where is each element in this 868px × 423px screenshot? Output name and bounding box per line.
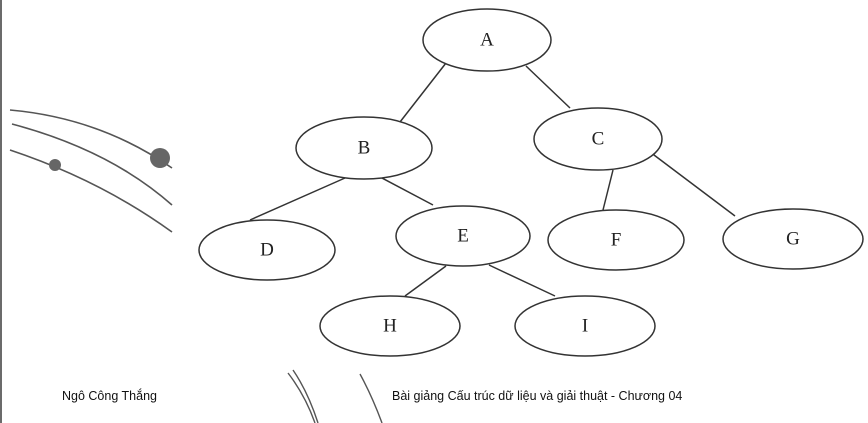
node-label-i: I — [582, 316, 588, 337]
node-ellipse-i — [514, 295, 656, 357]
tree-node-f: F — [547, 209, 685, 271]
edge-b-d — [249, 177, 346, 221]
tree-node-d: D — [198, 219, 336, 281]
node-ellipse-c — [533, 107, 663, 171]
node-ellipse-e — [395, 205, 531, 267]
decorative-dot-large — [150, 148, 170, 168]
node-ellipse-b — [295, 116, 433, 180]
node-ellipse-h — [319, 295, 461, 357]
edge-a-c — [525, 65, 571, 109]
node-label-d: D — [260, 240, 274, 261]
footer-stroke-2 — [292, 369, 319, 423]
tree-edges — [249, 62, 736, 297]
decorative-swoosh — [9, 109, 173, 233]
edge-c-g — [649, 151, 736, 217]
tree-node-a: A — [422, 8, 552, 72]
node-label-a: A — [480, 30, 494, 51]
decorative-footer-strokes — [287, 369, 383, 423]
edge-e-h — [404, 265, 447, 297]
node-label-e: E — [457, 226, 469, 247]
node-ellipse-d — [198, 219, 336, 281]
edge-c-f — [602, 169, 614, 211]
decorative-dot-small — [49, 159, 61, 171]
swoosh-line-3 — [9, 149, 173, 233]
node-label-h: H — [383, 316, 397, 337]
node-label-b: B — [358, 138, 371, 159]
node-ellipse-f — [547, 209, 685, 271]
node-label-c: C — [592, 129, 605, 150]
tree-nodes: A B C D E F G H I — [198, 8, 864, 357]
footer-stroke-3 — [359, 373, 383, 423]
node-label-g: G — [786, 229, 800, 250]
footer-course-title: Bài giảng Cấu trúc dữ liệu và giải thuật… — [392, 389, 683, 403]
tree-node-h: H — [319, 295, 461, 357]
footer-stroke-1 — [287, 372, 316, 423]
tree-node-b: B — [295, 116, 433, 180]
edge-e-i — [488, 264, 556, 297]
node-label-f: F — [611, 230, 622, 251]
tree-node-g: G — [722, 208, 864, 270]
edge-a-b — [399, 62, 447, 123]
node-ellipse-a — [422, 8, 552, 72]
swoosh-line-2 — [11, 123, 173, 206]
footer-author: Ngô Công Thắng — [62, 389, 157, 403]
tree-node-e: E — [395, 205, 531, 267]
tree-node-c: C — [533, 107, 663, 171]
tree-node-i: I — [514, 295, 656, 357]
slide-left-border — [0, 0, 2, 423]
node-ellipse-g — [722, 208, 864, 270]
edge-b-e — [379, 176, 434, 206]
